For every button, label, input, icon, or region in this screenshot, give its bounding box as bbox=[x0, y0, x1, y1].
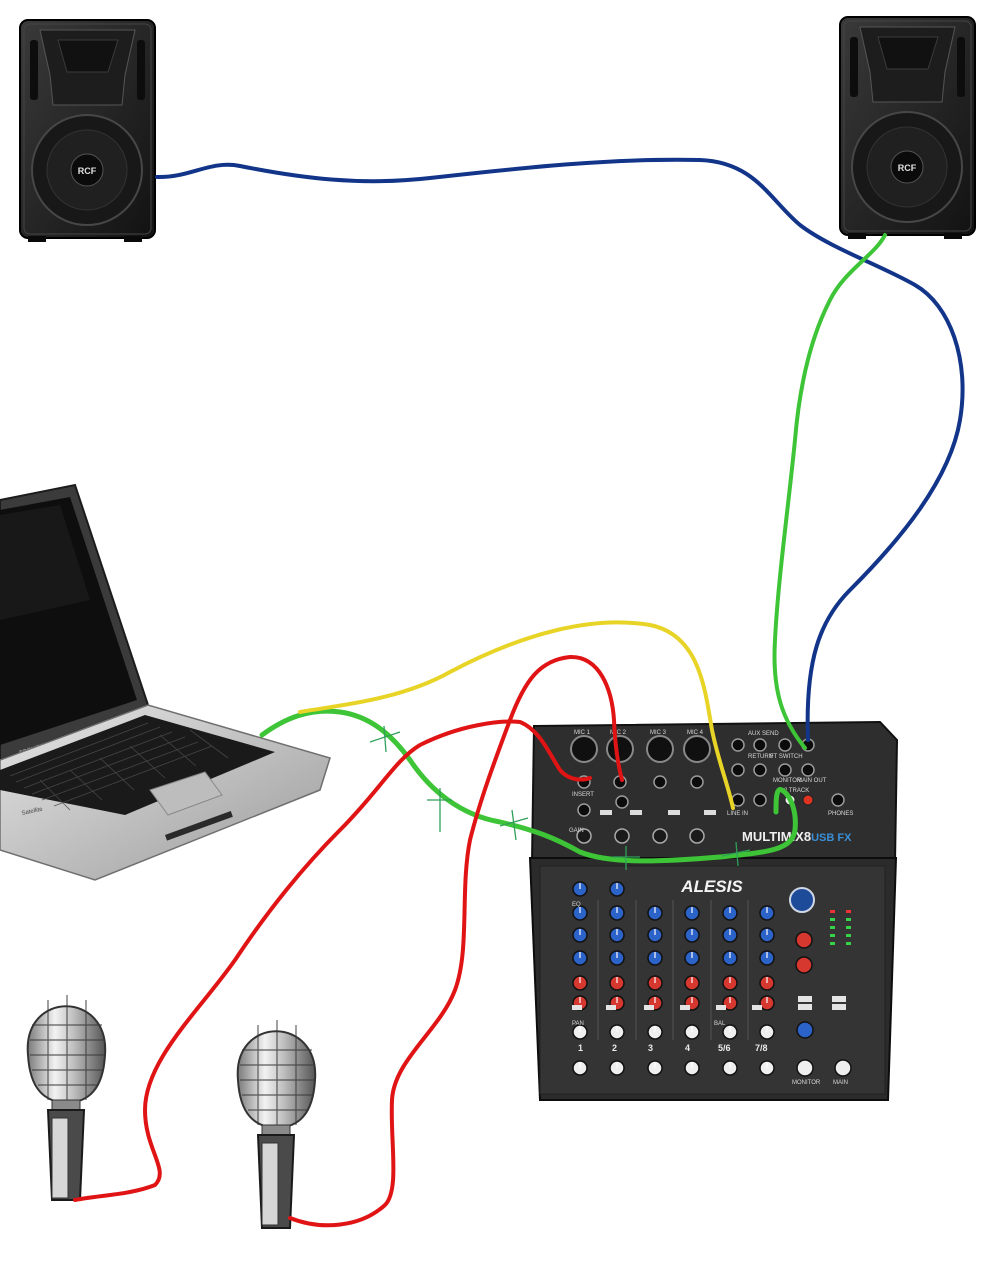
fx-label: FT SWITCH bbox=[770, 754, 803, 760]
phones-label: PHONES bbox=[828, 811, 853, 817]
red-mic1-cable bbox=[73, 719, 592, 1202]
laptop: TOSHIBA Satellite bbox=[0, 483, 331, 881]
master-knob bbox=[834, 1059, 852, 1077]
channel-1-number: 1 bbox=[578, 1043, 583, 1053]
channel-5-6-number: 5/6 bbox=[718, 1043, 731, 1053]
green-laptop-cable bbox=[259, 708, 798, 864]
bal-label: BAL bbox=[714, 1021, 726, 1027]
master-knob bbox=[796, 1021, 814, 1039]
channel-3-number: 3 bbox=[648, 1043, 653, 1053]
main-bus-label: MAIN bbox=[833, 1080, 848, 1086]
mixer-model: MULTIMIX8 bbox=[742, 829, 811, 844]
two-track-label: 2 TRACK bbox=[784, 788, 809, 794]
mic3-label: MIC 3 bbox=[650, 730, 667, 736]
microphone-left bbox=[26, 995, 107, 1201]
main-out-label: MAIN OUT bbox=[797, 778, 827, 784]
microphone-right bbox=[236, 1020, 317, 1229]
left-speaker-logo: RCF bbox=[78, 166, 97, 176]
mixer-model-suffix: USB FX bbox=[811, 832, 852, 844]
line-in-label: LINE IN bbox=[727, 811, 748, 817]
mic4-label: MIC 4 bbox=[687, 730, 704, 736]
blue-speaker-cable bbox=[155, 157, 965, 742]
mixer: MIC 1 MIC 2 MIC 3 MIC 4 INSERT RETURN FT… bbox=[528, 720, 899, 1101]
gain-label: GAIN bbox=[569, 828, 584, 834]
mixer-brand: ALESIS bbox=[680, 877, 743, 896]
aux-send-label: AUX SEND bbox=[748, 731, 779, 737]
mic1-label: MIC 1 bbox=[574, 730, 591, 736]
eq-label: EQ bbox=[572, 902, 581, 908]
return-label: RETURN bbox=[748, 754, 773, 760]
left-speaker: RCF bbox=[19, 19, 156, 242]
insert-label: INSERT bbox=[572, 792, 594, 798]
master-knob bbox=[795, 931, 813, 949]
monitor-bus-label: MONITOR bbox=[792, 1080, 821, 1086]
green-speaker-cable bbox=[772, 233, 887, 750]
channel-7-8-number: 7/8 bbox=[755, 1043, 768, 1053]
mic-inputs: MIC 1 MIC 2 MIC 3 MIC 4 bbox=[570, 730, 711, 763]
channel-2-number: 2 bbox=[612, 1043, 617, 1053]
laptop-model: Satellite bbox=[21, 807, 44, 817]
cross-marks bbox=[369, 725, 751, 870]
yellow-laptop-cable bbox=[298, 620, 735, 810]
monitor-jack-label: MONITOR bbox=[773, 778, 802, 784]
channel-4-number: 4 bbox=[685, 1043, 690, 1053]
svg-text:MULTIMIX8USB FX: MULTIMIX8USB FX bbox=[742, 829, 852, 844]
right-speaker: RCF bbox=[839, 16, 976, 239]
red-mic2-cable bbox=[288, 654, 624, 1228]
knob-grid bbox=[572, 881, 852, 1077]
master-knob bbox=[795, 956, 813, 974]
master-knob bbox=[796, 1059, 814, 1077]
right-speaker-logo: RCF bbox=[898, 163, 917, 173]
mic2-label: MIC 2 bbox=[610, 730, 627, 736]
pan-label: PAN bbox=[572, 1021, 584, 1027]
